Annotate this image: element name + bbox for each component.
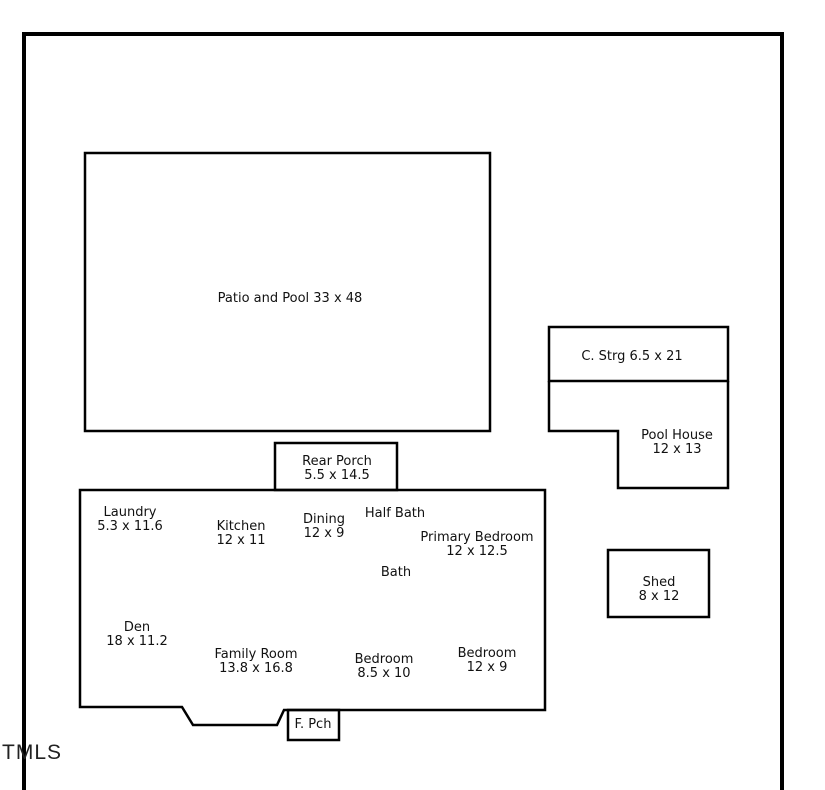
pool-house-outline xyxy=(547,381,730,490)
laundry-dims: 5.3 x 11.6 xyxy=(97,519,163,534)
covered-storage-outline xyxy=(547,325,730,383)
bedroom-3-dims: 12 x 9 xyxy=(466,660,508,675)
front-porch-label: F. Pch xyxy=(295,718,332,732)
bedroom-2-label: Bedroom 8.5 x 10 xyxy=(355,653,414,681)
family-room-dims: 13.8 x 16.8 xyxy=(219,661,293,676)
family-room-label: Family Room 13.8 x 16.8 xyxy=(215,648,298,676)
patio-pool-name: Patio and Pool 33 x 48 xyxy=(217,291,363,306)
dining-dims: 12 x 9 xyxy=(303,526,345,541)
shed-name: Shed xyxy=(642,575,676,590)
dining-name: Dining xyxy=(303,512,345,527)
bath-label: Bath xyxy=(381,566,411,580)
covered-storage-name: C. Strg 6.5 x 21 xyxy=(581,349,683,364)
main-house-outline xyxy=(78,488,547,727)
bedroom-2-dims: 8.5 x 10 xyxy=(357,666,411,681)
half-bath-label: Half Bath xyxy=(365,507,425,521)
pool-house-label: Pool House 12 x 13 xyxy=(641,429,713,457)
rear-porch-name: Rear Porch xyxy=(302,454,372,469)
family-room-name: Family Room xyxy=(214,647,298,662)
dining-label: Dining 12 x 9 xyxy=(303,513,345,541)
covered-storage-label: C. Strg 6.5 x 21 xyxy=(581,350,682,364)
patio-pool-label: Patio and Pool 33 x 48 xyxy=(218,292,363,306)
watermark-logo: TMLS xyxy=(2,741,63,764)
shed-outline xyxy=(606,548,711,619)
primary-bedroom-name: Primary Bedroom xyxy=(420,530,534,545)
front-porch-outline xyxy=(286,708,341,742)
kitchen-label: Kitchen 12 x 11 xyxy=(216,520,265,548)
den-label: Den 18 x 11.2 xyxy=(106,621,167,649)
laundry-name: Laundry xyxy=(103,505,157,520)
property-boundary xyxy=(22,32,784,790)
kitchen-dims: 12 x 11 xyxy=(216,533,266,548)
den-name: Den xyxy=(123,620,151,635)
half-bath-name: Half Bath xyxy=(364,506,426,521)
pool-house-name: Pool House xyxy=(641,428,713,443)
bedroom-3-name: Bedroom xyxy=(457,646,517,661)
den-dims: 18 x 11.2 xyxy=(106,634,168,649)
rear-porch-dims: 5.5 x 14.5 xyxy=(304,468,370,483)
primary-bedroom-label: Primary Bedroom 12 x 12.5 xyxy=(420,531,533,559)
kitchen-name: Kitchen xyxy=(216,519,266,534)
patio-pool-outline xyxy=(83,151,492,433)
bath-name: Bath xyxy=(380,565,412,580)
laundry-label: Laundry 5.3 x 11.6 xyxy=(97,506,163,534)
bedroom-2-name: Bedroom xyxy=(354,652,414,667)
pool-house-dims: 12 x 13 xyxy=(652,442,702,457)
shed-label: Shed 8 x 12 xyxy=(639,576,680,604)
shed-dims: 8 x 12 xyxy=(638,589,680,604)
front-porch-name: F. Pch xyxy=(294,717,332,732)
primary-bedroom-dims: 12 x 12.5 xyxy=(446,544,508,559)
rear-porch-label: Rear Porch 5.5 x 14.5 xyxy=(302,455,372,483)
bedroom-3-label: Bedroom 12 x 9 xyxy=(458,647,517,675)
